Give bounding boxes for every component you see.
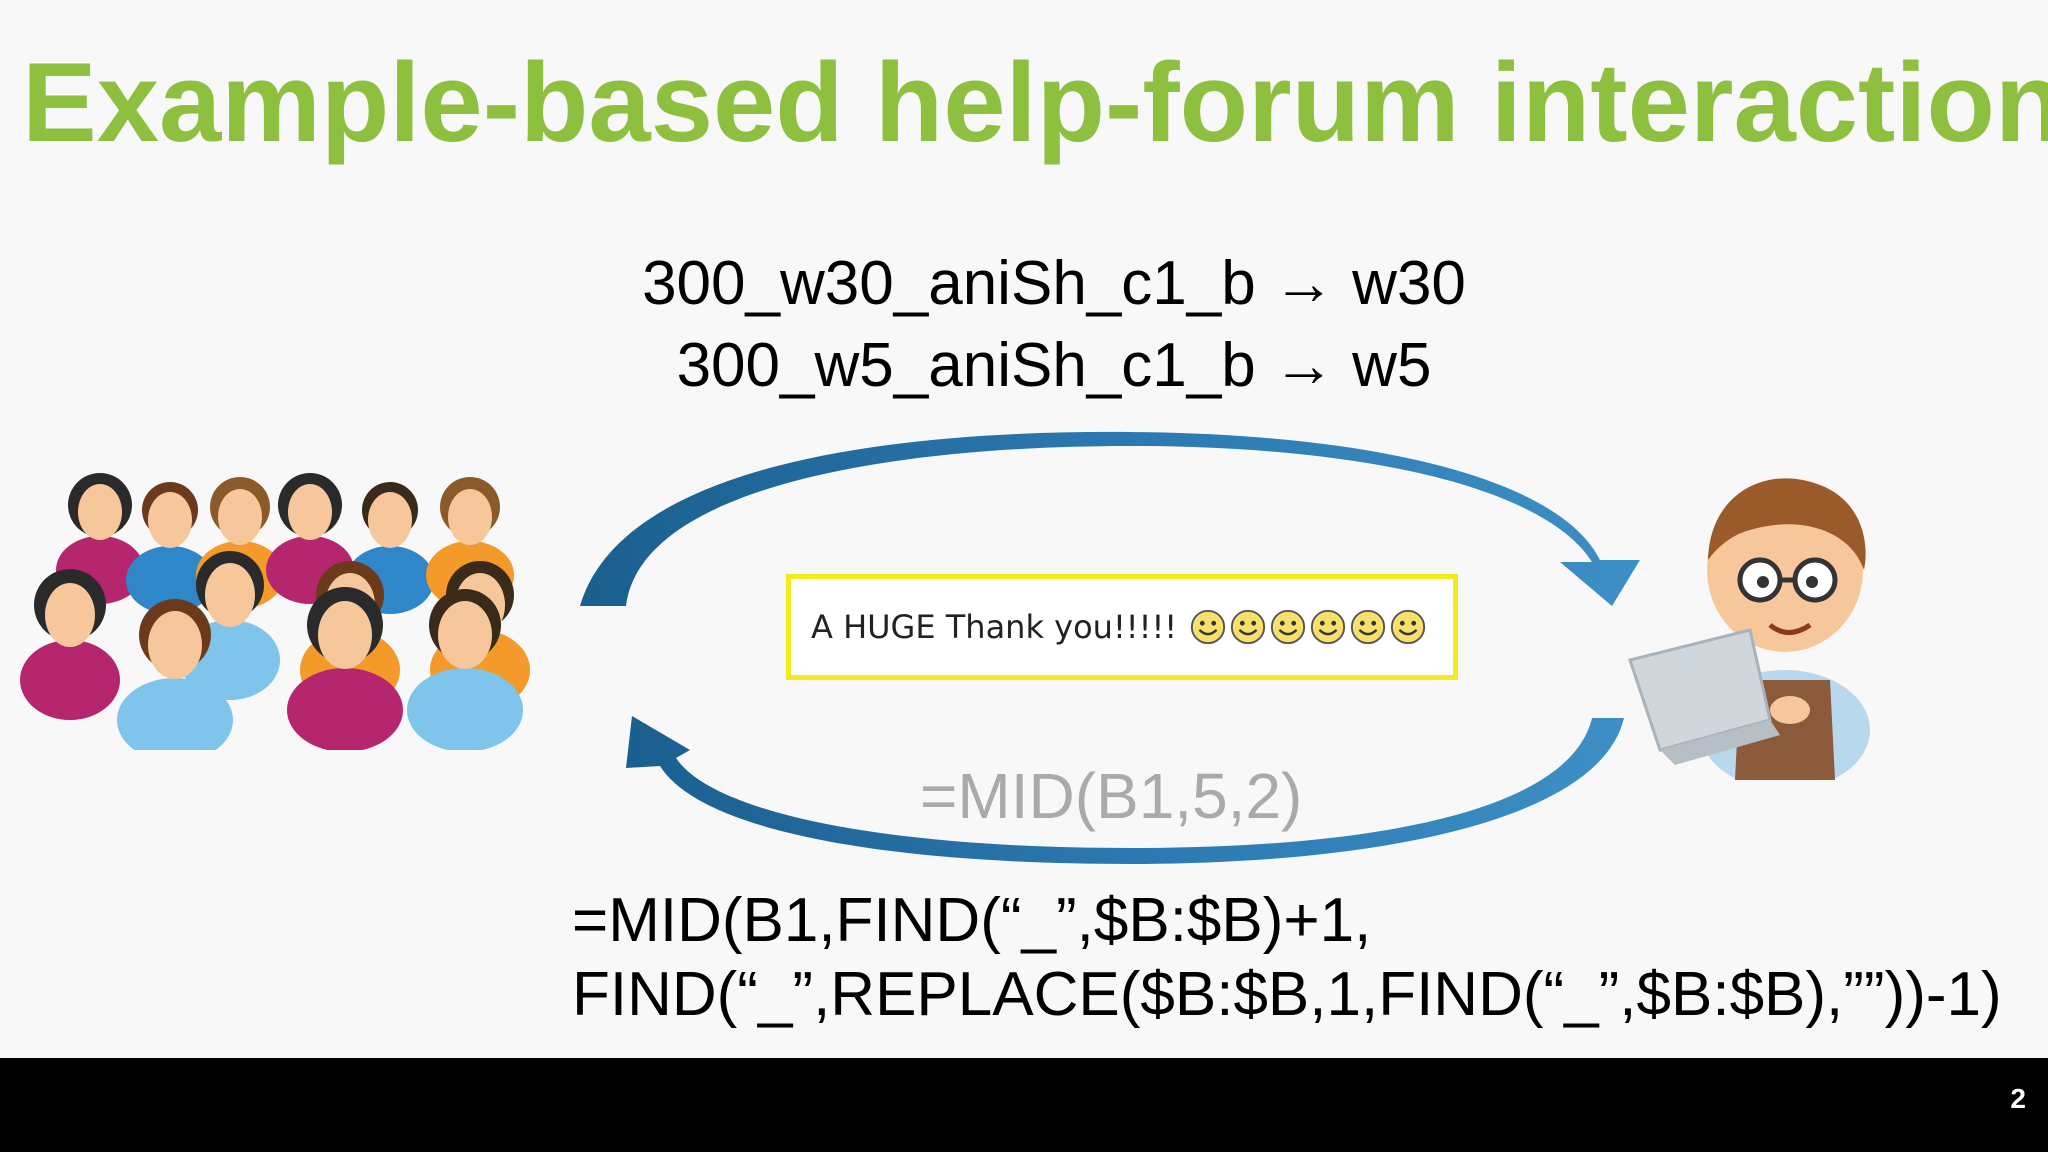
long-formula-line-2: FIND(“_”,REPLACE($B:$B,1,FIND(“_”,$B:$B)…	[572, 958, 2002, 1032]
smiley-icon	[1189, 608, 1227, 646]
bottom-bar	[0, 1058, 2048, 1152]
smiley-icon	[1389, 608, 1427, 646]
smiley-icon	[1229, 608, 1267, 646]
thank-you-text: A HUGE Thank you!!!!!	[811, 608, 1177, 646]
crowd-of-people-icon	[20, 450, 580, 750]
smiley-icon	[1269, 608, 1307, 646]
short-formula: =MID(B1,5,2)	[920, 756, 1302, 836]
smiley-row	[1189, 608, 1427, 646]
long-formula: =MID(B1,FIND(“_”,$B:$B)+1, FIND(“_”,REPL…	[572, 884, 2002, 1032]
slide: Example-based help-forum interaction 300…	[0, 0, 2048, 1058]
thank-you-message-box: A HUGE Thank you!!!!!	[786, 574, 1458, 680]
cartoon-user-with-laptop-icon	[1620, 460, 1900, 780]
smiley-icon	[1309, 608, 1347, 646]
smiley-icon	[1349, 608, 1387, 646]
crowd-back-row	[56, 473, 514, 614]
long-formula-line-1: =MID(B1,FIND(“_”,$B:$B)+1,	[572, 884, 2002, 958]
page-number: 2	[2010, 1083, 2026, 1115]
